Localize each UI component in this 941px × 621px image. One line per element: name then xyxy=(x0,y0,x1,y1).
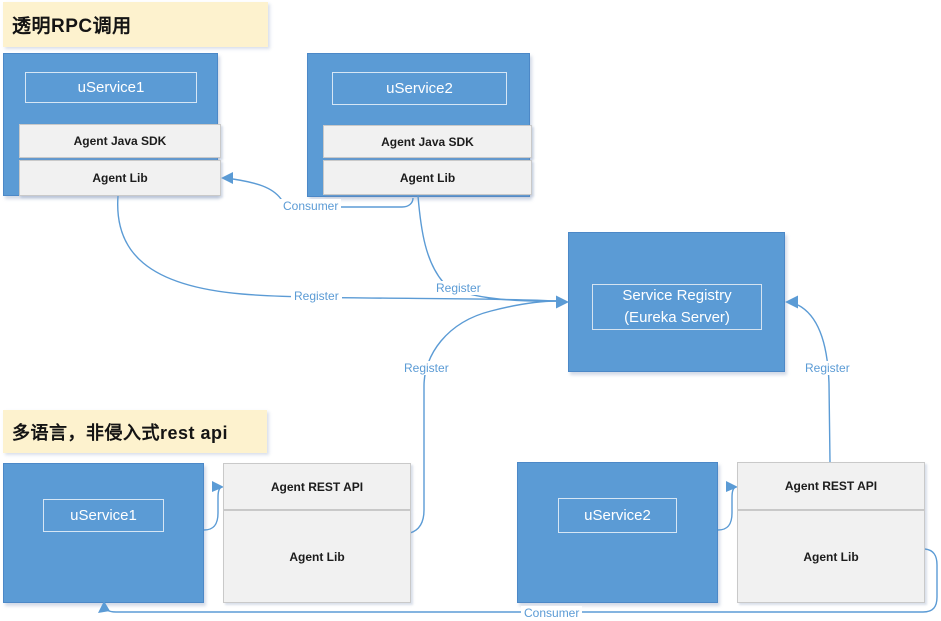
note-multilang-rest-title: 多语言，非侵入式rest api xyxy=(3,410,267,453)
edge-register-from-uservice1-bottom xyxy=(409,300,558,534)
arrowhead-into-uservice1-bottom xyxy=(98,601,110,613)
arrowhead-into-rest-api-left xyxy=(212,481,224,492)
uservice1-top-java-sdk-layer: Agent Java SDK xyxy=(19,124,221,158)
arrowhead-into-rest-api-right xyxy=(726,481,738,492)
uservice2-bottom-title: uService2 xyxy=(558,498,677,533)
edge-label-consumer-top: Consumer xyxy=(280,199,342,213)
uservice1-bottom-rest-api-layer: Agent REST API xyxy=(223,463,411,510)
edge-label-register-uservice2-top: Register xyxy=(433,281,484,295)
arrowhead-into-registry-right xyxy=(785,295,798,309)
edge-label-register-uservice1-bottom: Register xyxy=(401,361,452,375)
uservice1-top-title: uService1 xyxy=(25,72,197,103)
uservice2-bottom-rest-api-layer: Agent REST API xyxy=(737,462,925,510)
node-service-registry xyxy=(568,232,785,372)
service-registry-title-line1: Service Registry xyxy=(622,287,732,305)
arrowhead-into-uservice1-top-agent-lib xyxy=(221,172,233,184)
service-registry-title: Service Registry (Eureka Server) xyxy=(592,284,762,330)
uservice2-bottom-agent-lib-layer: Agent Lib xyxy=(737,510,925,603)
arrowhead-into-registry-left xyxy=(556,295,569,309)
note-transparent-rpc-title: 透明RPC调用 xyxy=(3,2,268,47)
uservice1-bottom-title: uService1 xyxy=(43,499,164,532)
uservice1-bottom-agent-lib-layer: Agent Lib xyxy=(223,510,411,603)
edge-register-from-uservice2-bottom xyxy=(797,304,831,463)
edge-uservice1-bottom-to-rest-api xyxy=(203,486,223,531)
edge-label-register-uservice1-top: Register xyxy=(291,289,342,303)
uservice2-top-agent-lib-layer: Agent Lib xyxy=(323,160,532,195)
edge-label-consumer-bottom: Consumer xyxy=(521,606,583,620)
edge-uservice2-bottom-to-rest-api xyxy=(717,486,737,531)
uservice2-top-title: uService2 xyxy=(332,72,507,105)
edge-register-from-uservice1-top xyxy=(117,195,558,302)
service-registry-title-line2: (Eureka Server) xyxy=(624,309,730,326)
edge-label-register-uservice2-bottom: Register xyxy=(802,361,853,375)
uservice2-top-java-sdk-layer: Agent Java SDK xyxy=(323,125,532,158)
uservice1-top-agent-lib-layer: Agent Lib xyxy=(19,160,221,196)
